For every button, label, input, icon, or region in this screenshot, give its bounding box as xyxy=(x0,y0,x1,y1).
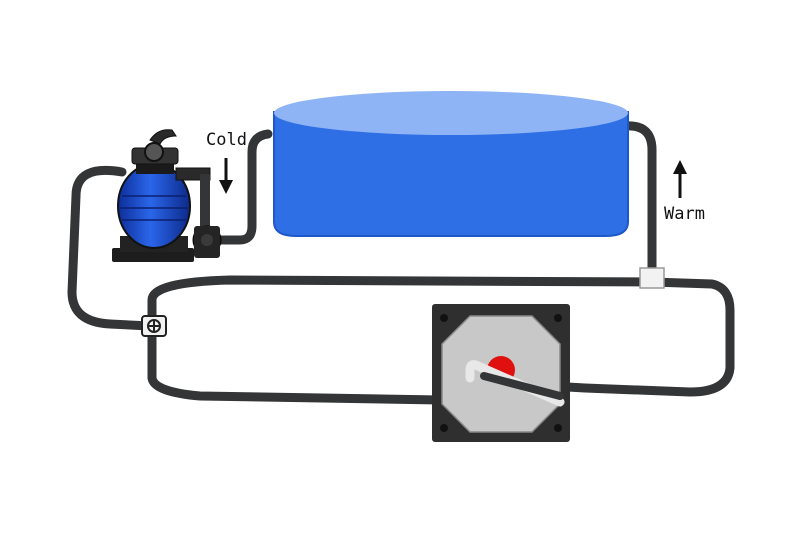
filter-gauge xyxy=(144,142,164,162)
tee-connector xyxy=(639,267,665,289)
warm-indicator: Warm xyxy=(664,160,705,224)
cold-label: Cold xyxy=(206,130,247,150)
hose-filter-to-valve xyxy=(67,165,155,331)
hose-pump-to-pool xyxy=(207,129,273,245)
warm-label: Warm xyxy=(664,204,705,224)
valve-knob-icon xyxy=(147,319,161,333)
valve-connector xyxy=(141,315,167,337)
cold-indicator: Cold xyxy=(206,130,247,194)
pool-water-surface xyxy=(274,91,628,135)
arrow-up-icon xyxy=(673,160,687,198)
filter-pump xyxy=(112,129,222,262)
pool-wall xyxy=(273,111,629,237)
solar-heater xyxy=(432,304,570,442)
hose-loop xyxy=(67,121,735,407)
hose-pool-to-tee xyxy=(620,121,657,285)
pump-hose-down xyxy=(200,174,210,226)
pool xyxy=(273,91,629,237)
heater-coil xyxy=(465,360,565,407)
hose-return-loop xyxy=(147,275,657,407)
hose-heater-loop xyxy=(475,277,735,397)
filter-handle xyxy=(149,129,177,145)
arrow-down-icon xyxy=(219,158,233,194)
